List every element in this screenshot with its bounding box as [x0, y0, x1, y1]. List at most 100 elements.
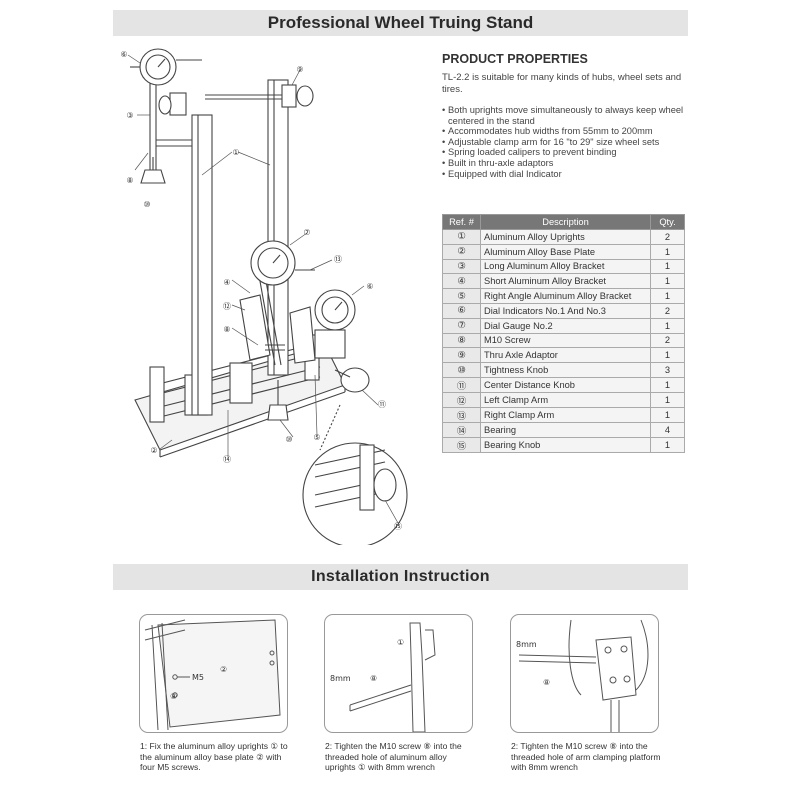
step-3-illustration: 8mm ⑧	[510, 614, 659, 733]
part-description: Dial Indicators No.1 And No.3	[480, 302, 651, 319]
step-2-illustration: ① 8mm ⑧	[324, 614, 473, 733]
callout-8-mid: ⑧	[223, 325, 230, 334]
part-description: Left Clamp Arm	[480, 391, 651, 408]
part-qty: 1	[650, 391, 685, 408]
part-ref: ⑪	[442, 376, 481, 393]
step-2-label-8mm: 8mm	[330, 674, 351, 683]
part-ref: ⑤	[442, 288, 481, 304]
step-3-label-screw: ⑧	[543, 678, 550, 687]
callout-8-left: ⑧	[126, 176, 133, 185]
parts-table-header: Ref. # Description Qty.	[442, 214, 685, 230]
header-qty: Qty.	[650, 214, 685, 230]
callout-13: ⑬	[334, 255, 342, 264]
page-title: Professional Wheel Truing Stand	[267, 13, 534, 32]
callout-11: ⑪	[378, 400, 386, 409]
callout-7: ⑦	[303, 228, 310, 237]
part-qty: 1	[650, 273, 685, 290]
callout-1: ①	[232, 148, 239, 157]
part-description: M10 Screw	[480, 332, 651, 349]
callout-6-top: ⑥	[120, 50, 127, 59]
part-ref: ⑧	[442, 332, 481, 349]
part-qty: 1	[650, 288, 685, 304]
step-1-caption: 1: Fix the aluminum alloy uprights ① to …	[140, 741, 288, 772]
step-3-caption: 2: Tighten the M10 screw ⑧ into the thre…	[511, 741, 661, 772]
property-bullet: Both uprights move simultaneously to alw…	[442, 105, 692, 126]
part-description: Bearing	[480, 421, 651, 438]
product-properties-title: PRODUCT PROPERTIES	[442, 52, 588, 66]
header-description: Description	[480, 214, 651, 230]
part-ref: ⑫	[442, 391, 481, 408]
callout-2: ②	[150, 446, 157, 455]
step-2-caption: 2: Tighten the M10 screw ⑧ into the thre…	[325, 741, 462, 772]
part-description: Long Aluminum Alloy Bracket	[480, 258, 651, 275]
part-description: Aluminum Alloy Base Plate	[480, 243, 651, 260]
property-bullet: Accommodates hub widths from 55mm to 200…	[442, 126, 692, 137]
step-3-label-8mm: 8mm	[516, 640, 537, 649]
callout-5: ⑤	[313, 433, 320, 442]
property-bullet: Spring loaded calipers to prevent bindin…	[442, 147, 692, 158]
part-ref: ①	[442, 229, 481, 245]
property-bullet: Equipped with dial Indicator	[442, 169, 692, 180]
step-1-label-plate: ②	[220, 665, 227, 674]
callout-6-right: ⑥	[366, 282, 373, 291]
part-description: Bearing Knob	[480, 436, 651, 453]
callout-14: ⑭	[223, 455, 231, 464]
part-description: Short Aluminum Alloy Bracket	[480, 273, 651, 290]
property-bullet: Adjustable clamp arm for 16 "to 29" size…	[442, 137, 692, 148]
part-ref: ⑩	[442, 362, 481, 378]
product-properties-list: Both uprights move simultaneously to alw…	[442, 105, 692, 179]
callout-12: ⑫	[223, 302, 231, 311]
part-ref: ⑬	[442, 406, 481, 423]
product-properties-intro: TL-2.2 is suitable for many kinds of hub…	[442, 72, 682, 95]
part-description: Thru Axle Adaptor	[480, 347, 651, 364]
part-ref: ③	[442, 258, 481, 275]
product-diagram: ⑥ ③ ⑧ ⑩ ① ⑨ ⑦ ⑬ ④ ⑥ ⑫ ⑧ ⑪ ② ⑭ ⑩ ⑤ ⑮	[120, 48, 408, 545]
installation-title: Installation Instruction	[311, 568, 490, 585]
part-qty: 1	[650, 243, 685, 260]
part-ref: ②	[442, 243, 481, 260]
callout-4: ④	[223, 278, 230, 287]
property-bullet: Built in thru-axle adaptors	[442, 158, 692, 169]
part-qty: 1	[650, 258, 685, 275]
callout-15: ⑮	[394, 522, 402, 531]
step-2-label-screw: ⑧	[370, 674, 377, 683]
part-description: Dial Gauge No.2	[480, 317, 651, 334]
part-ref: ⑨	[442, 347, 481, 364]
part-qty: 1	[650, 317, 685, 334]
step-1-illustration: ② M5 ⑧	[139, 614, 288, 733]
part-ref: ⑮	[442, 436, 481, 453]
part-qty: 1	[650, 376, 685, 393]
step-2-label-upright: ①	[397, 638, 404, 647]
part-ref: ④	[442, 273, 481, 290]
part-description: Right Angle Aluminum Alloy Bracket	[480, 288, 651, 304]
part-qty: 4	[650, 421, 685, 438]
part-description: Right Clamp Arm	[480, 406, 651, 423]
part-description: Center Distance Knob	[480, 376, 651, 393]
step-1-label-m5: M5	[192, 673, 204, 682]
part-ref: ⑦	[442, 317, 481, 334]
part-ref: ⑥	[442, 302, 481, 319]
part-qty: 3	[650, 362, 685, 378]
title-banner: Professional Wheel Truing Stand	[113, 10, 688, 36]
step-1-label-screw: ⑧	[170, 692, 177, 701]
part-description: Aluminum Alloy Uprights	[480, 229, 651, 245]
callout-10-left: ⑩	[143, 200, 150, 209]
header-ref: Ref. #	[442, 214, 481, 230]
callout-10-bottom: ⑩	[285, 435, 292, 444]
